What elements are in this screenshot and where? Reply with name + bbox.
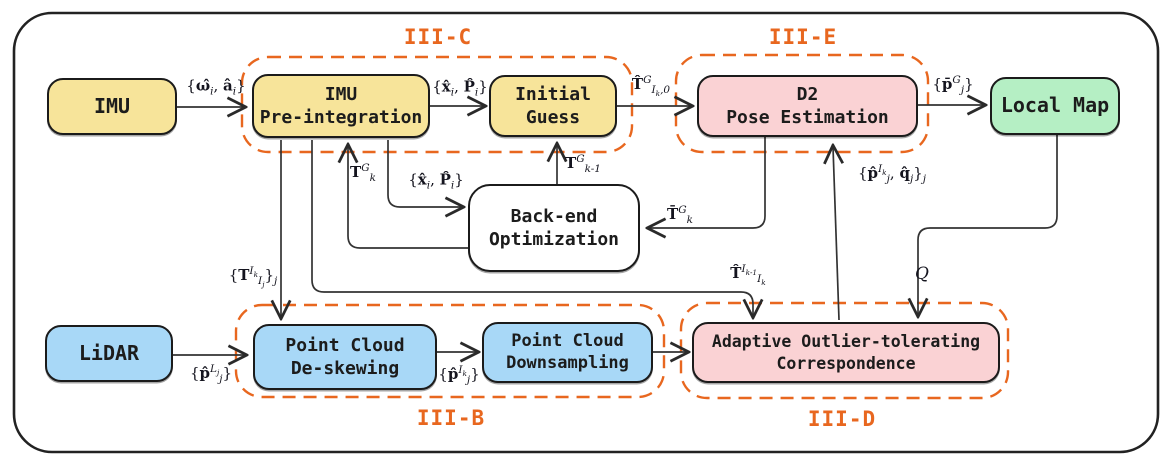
node-local-map: Local Map <box>990 77 1120 135</box>
section-label-iii-d: III-D <box>807 407 877 431</box>
node-label-line: Pose Estimation <box>726 107 889 128</box>
node-label-line: Correspondence <box>776 353 916 373</box>
edge-label-d2-pose-output: T̄Gk <box>667 204 693 226</box>
edge-preintegration-to-backend <box>387 140 462 207</box>
node-backend-optimization: Back-end Optimization <box>468 184 640 272</box>
section-label-iii-e: III-E <box>768 25 838 49</box>
edge-label-map-query: Q <box>915 264 929 284</box>
node-pointcloud-downsampling: Point Cloud Downsampling <box>482 322 653 383</box>
node-label: IMU <box>93 93 131 118</box>
node-label-line: Pre-integration <box>259 107 423 128</box>
node-pointcloud-deskewing: Point Cloud De-skewing <box>253 324 437 390</box>
edge-label-lidar-points: {p̂Ljj} <box>189 363 233 385</box>
node-label-line: Point Cloud <box>285 334 405 356</box>
node-imu-preintegration: IMU Pre-integration <box>252 74 430 138</box>
node-label-line: Downsampling <box>506 352 629 373</box>
node-label-line: Point Cloud <box>511 330 624 351</box>
node-initial-guess: Initial Guess <box>489 75 617 137</box>
section-label-iii-c: III-C <box>403 25 473 49</box>
edge-label-initial-pose: T̂GIk,0 <box>631 73 671 99</box>
edge-label-relative-poses: {TIkIj}j <box>228 264 278 290</box>
node-label-line: D2 <box>796 83 819 105</box>
edge-label-imu-measurements: {ω̂i, âi} <box>186 76 246 98</box>
node-adaptive-correspondence: Adaptive Outlier-tolerating Corresponden… <box>692 322 1000 383</box>
node-label-line: Optimization <box>488 229 620 250</box>
node-label-line: Initial <box>515 83 591 105</box>
edge-label-correspondences: {p̂Ikj, q̂j}j <box>857 163 927 185</box>
node-label-line: Adaptive Outlier-tolerating <box>711 332 981 352</box>
node-label-line: De-skewing <box>290 358 400 379</box>
edge-preintegration-to-correspondence <box>311 140 753 316</box>
edge-label-imu-frame-points: {p̂Ikj} <box>438 364 480 386</box>
edge-d2-to-backend <box>649 137 766 228</box>
edge-label-optimized-pose-k: TGk <box>350 162 376 184</box>
node-label-line: Back-end <box>510 205 598 227</box>
node-label-line: Guess <box>525 107 581 128</box>
edge-correspondence-to-d2 <box>833 147 839 321</box>
node-d2-pose-estimation: D2 Pose Estimation <box>697 75 918 137</box>
edge-label-optimized-pose-k1: TGk-1 <box>565 153 601 175</box>
edge-backend-to-preintegration <box>348 146 468 249</box>
outer-frame <box>12 11 1160 454</box>
edge-label-state-covariance: {x̂i, P̂i} <box>432 77 488 99</box>
node-label: Local Map <box>1000 93 1110 118</box>
edge-label-map-points: {p̄Gj} <box>932 74 974 96</box>
node-label-line: IMU <box>324 83 358 105</box>
edge-label-predicted-rel-pose: T̂Ik-1Ik <box>730 262 766 288</box>
node-lidar: LiDAR <box>45 325 173 382</box>
node-imu: IMU <box>47 78 177 135</box>
node-label: LiDAR <box>78 340 140 365</box>
edge-label-state-cov-backend: {x̂i, P̂i} <box>408 170 464 192</box>
edge-local-map-to-correspondence <box>918 135 1058 315</box>
section-label-iii-b: III-B <box>416 406 486 430</box>
